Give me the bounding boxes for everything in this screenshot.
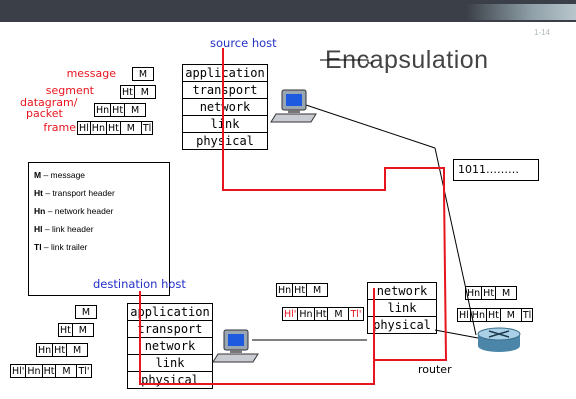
legend-item: Hl – link header (34, 224, 94, 234)
legend-item: M – message (34, 170, 86, 180)
header-ht: Ht (481, 286, 497, 300)
header-tl-prime: Tl' (348, 307, 364, 321)
network-wires (252, 59, 479, 341)
packet-path (139, 48, 448, 385)
dest-layer-network: network (128, 338, 212, 355)
header-ht: Ht (485, 308, 501, 322)
header-m: M (75, 305, 97, 319)
top-bar (0, 0, 576, 22)
header-tl: Tl (140, 121, 154, 135)
source-layer-application: application (183, 65, 267, 82)
router-layer-link: link (368, 300, 436, 317)
header-m: M (119, 121, 142, 135)
router-icon (477, 327, 521, 352)
datagram-label: datagram/ (20, 96, 78, 109)
header-hn: Hn (297, 307, 315, 321)
header-ht: Ht (41, 364, 57, 378)
legend-box: M – message Ht – transport header Hn – n… (28, 162, 170, 296)
router-layer-physical: physical (373, 318, 431, 332)
router-protocol-stack: network link physical (367, 282, 437, 334)
header-ht: Ht (120, 85, 135, 99)
header-m: M (306, 283, 329, 297)
dest-layer-transport: transport (128, 321, 212, 338)
header-m: M (124, 103, 147, 117)
header-tl-prime: Tl' (76, 364, 92, 378)
destination-host-label: destination host (93, 277, 186, 291)
dest-layer-link: link (128, 355, 212, 372)
source-computer-icon (270, 89, 317, 123)
bits-box: 1011……… (453, 159, 539, 181)
header-hn: Hn (465, 286, 483, 300)
legend-item: Hn – network header (34, 206, 114, 216)
source-host-label: source host (210, 36, 277, 50)
header-m: M (66, 343, 89, 357)
header-m: M (133, 85, 156, 99)
header-tl: Tl (520, 308, 534, 322)
destination-computer-icon (212, 329, 259, 363)
header-m: M (132, 67, 154, 81)
header-hl-prime: Hl' (282, 307, 299, 321)
frame-label: frame (43, 121, 76, 134)
segment-label: segment (45, 84, 94, 97)
legend-item: Ht – transport header (34, 188, 115, 198)
slide-number: 1-14 (534, 28, 551, 37)
wire-router-stack-to-router (434, 329, 479, 339)
source-layer-link: link (183, 116, 267, 133)
source-protocol-stack: application transport network link physi… (182, 64, 268, 150)
header-m: M (71, 323, 94, 337)
router-layer-network: network (368, 283, 436, 300)
source-layer-physical: physical (196, 134, 254, 148)
header-ht: Ht (58, 323, 73, 337)
top-bar-accent (466, 4, 576, 20)
dest-layer-application: application (128, 304, 212, 321)
router-label: router (418, 363, 452, 376)
source-layer-transport: transport (183, 82, 267, 99)
message-label: message (66, 67, 116, 80)
legend-item: Tl – link trailer (34, 242, 88, 252)
source-message-header: M (132, 67, 154, 81)
wire-source-to-link (302, 103, 436, 149)
header-m: M (495, 286, 518, 300)
source-layer-network: network (183, 99, 267, 116)
dest-message-header: M (75, 305, 97, 319)
packet-label: packet (26, 107, 63, 120)
destination-protocol-stack: application transport network link physi… (127, 303, 213, 389)
wire-link-to-router (434, 147, 477, 336)
